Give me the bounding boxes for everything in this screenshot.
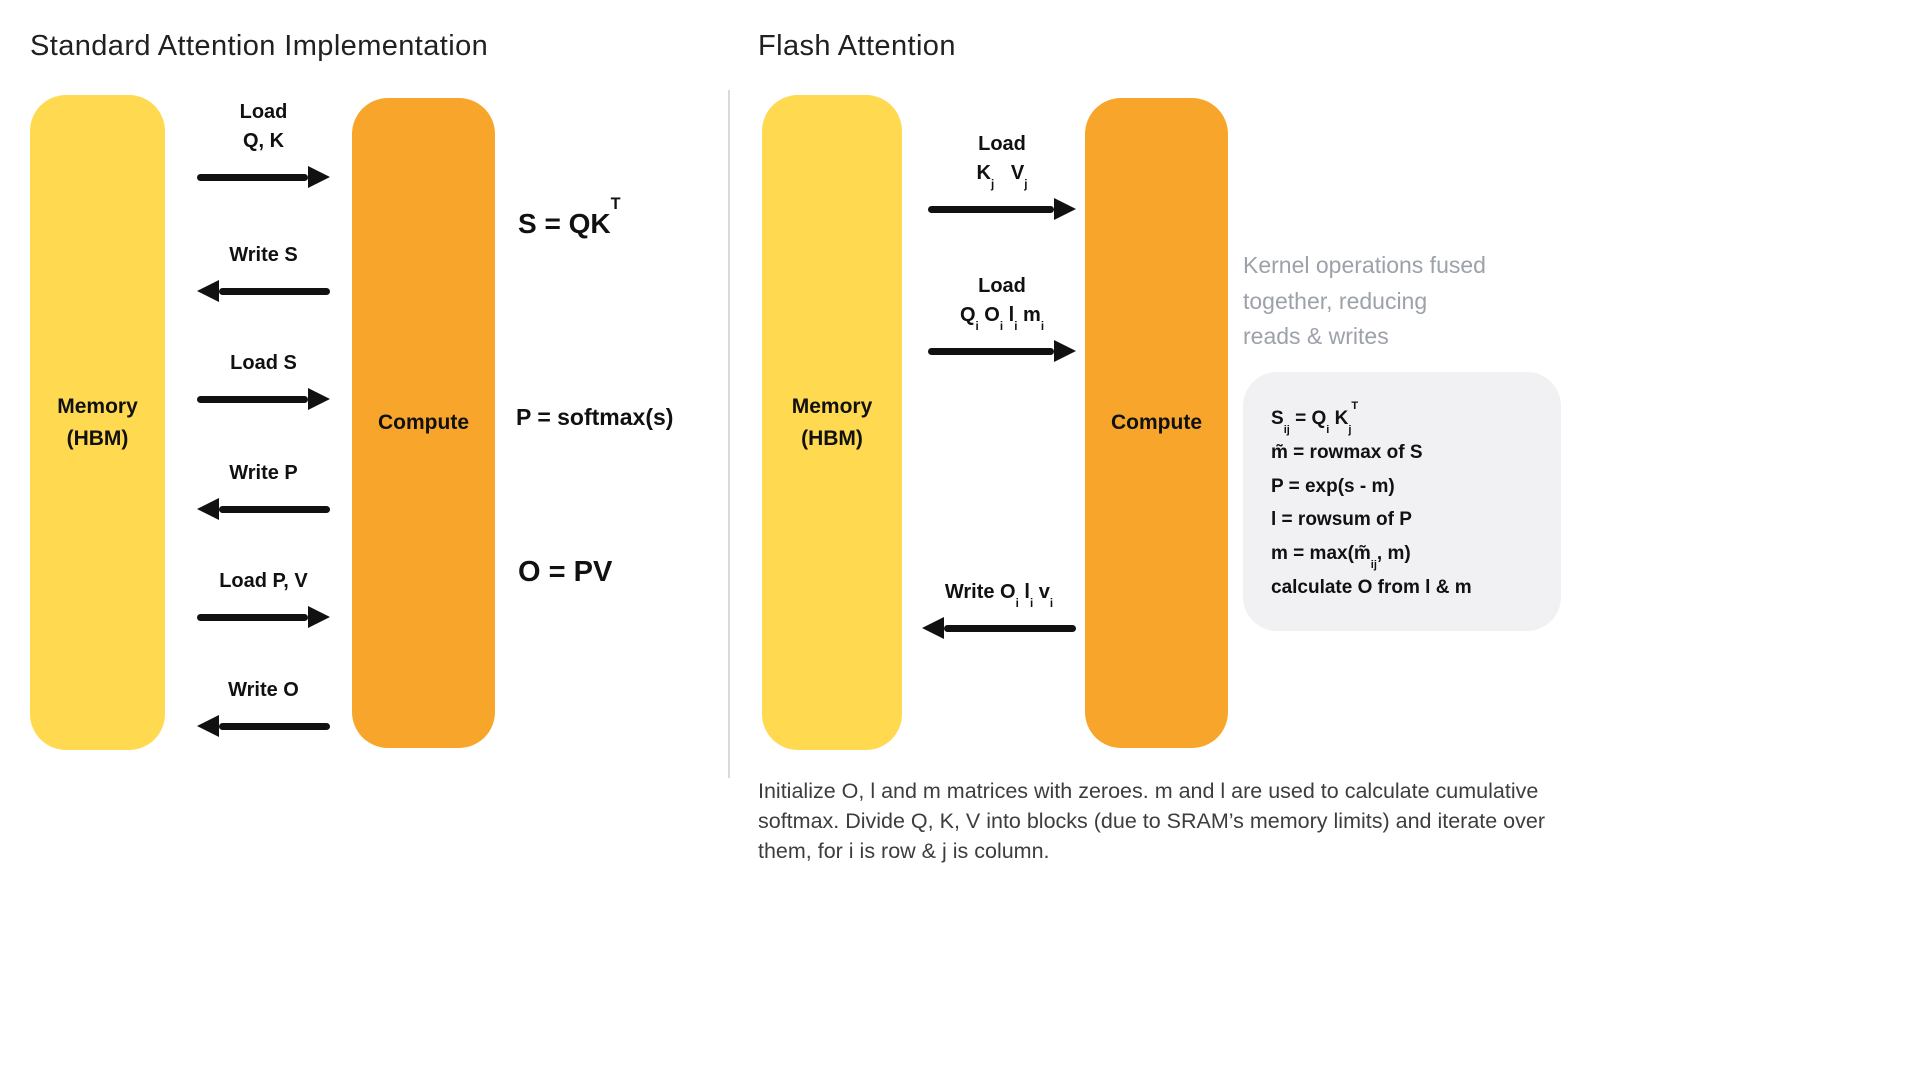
arrow-left-icon <box>922 617 1076 639</box>
flash-panel-title: Flash Attention <box>758 30 956 62</box>
fused-op-sij: Sij = Qi KjT <box>1271 399 1359 436</box>
arrow-head <box>308 388 330 410</box>
arrow-shaft <box>197 613 308 621</box>
flow-write-s: Write S <box>197 241 330 302</box>
flow-load-s: Load S <box>197 349 330 410</box>
equation-o-pv: O = PV <box>518 556 613 588</box>
standard-compute-label: Compute <box>378 411 469 435</box>
standard-compute-block: Compute <box>352 98 495 748</box>
fused-op-calculate: calculate O from l & m <box>1271 577 1472 599</box>
equation-p-softmax: P = softmax(s) <box>516 404 674 430</box>
arrow-head <box>197 280 219 302</box>
arrow-right-icon <box>928 198 1076 220</box>
arrow-right-icon <box>197 388 330 410</box>
arrow-left-icon <box>197 280 330 302</box>
flow-write-p: Write P <box>197 459 330 520</box>
arrow-head <box>922 617 944 639</box>
flow-write-o: Write O <box>197 676 330 737</box>
equation-s-qkt: S = QKT <box>518 194 621 239</box>
flash-compute-block: Compute <box>1085 98 1228 748</box>
flash-memory-label: Memory (HBM) <box>791 395 873 450</box>
arrow-shaft <box>928 347 1054 355</box>
arrow-shaft <box>197 395 308 403</box>
flow-load-kj-vj-label: Load Kj Vj <box>976 133 1028 192</box>
arrow-head <box>1054 340 1076 362</box>
fused-op-max: m = max(m̃ij, m) <box>1271 543 1411 572</box>
standard-panel-title: Standard Attention Implementation <box>30 30 489 62</box>
flow-write-o-label: Write O <box>228 679 299 701</box>
arrow-head <box>1054 198 1076 220</box>
flow-write-p-label: Write P <box>229 462 298 484</box>
flow-load-qk-label: Load Q, K <box>239 101 288 152</box>
standard-memory-block: Memory (HBM) <box>30 95 165 750</box>
fused-operations-box: Sij = Qi KjT m̃ = rowmax of S P = exp(s … <box>1243 372 1561 631</box>
flow-load-qk: Load Q, K <box>197 98 330 188</box>
kernel-fusion-note: Kernel operations fused together, reduci… <box>1243 252 1486 350</box>
fused-op-exp: P = exp(s - m) <box>1271 475 1395 497</box>
panel-divider <box>728 90 730 778</box>
fused-op-rowmax: m̃ = rowmax of S <box>1271 441 1423 463</box>
arrow-shaft <box>928 205 1054 213</box>
arrow-head <box>197 498 219 520</box>
flow-load-qi-oi-li-mi-label: Load Qi Oi li mi <box>959 275 1045 334</box>
flash-memory-block: Memory (HBM) <box>762 95 902 750</box>
standard-memory-label: Memory (HBM) <box>57 395 138 450</box>
arrow-right-icon <box>197 166 330 188</box>
arrow-shaft <box>944 624 1076 632</box>
arrow-shaft <box>219 505 330 513</box>
arrow-shaft <box>197 173 308 181</box>
flow-load-pv-label: Load P, V <box>219 570 308 592</box>
flow-write-s-label: Write S <box>229 244 298 266</box>
arrow-head <box>308 166 330 188</box>
arrow-left-icon <box>197 498 330 520</box>
flash-compute-label: Compute <box>1111 411 1202 435</box>
flash-footnote: Initialize O, l and m matrices with zero… <box>758 779 1546 864</box>
flow-write-oi-li-vi-label: Write Oi li vi <box>944 581 1054 611</box>
flow-load-kj-vj: Load Kj Vj <box>928 130 1076 220</box>
arrow-head <box>308 606 330 628</box>
flow-write-oi-li-vi: Write Oi li vi <box>922 578 1076 639</box>
arrow-shaft <box>219 722 330 730</box>
flow-load-s-label: Load S <box>230 352 297 374</box>
arrow-shaft <box>219 287 330 295</box>
flow-load-qi-oi-li-mi: Load Qi Oi li mi <box>928 272 1076 362</box>
arrow-head <box>197 715 219 737</box>
arrow-right-icon <box>928 340 1076 362</box>
flow-load-pv: Load P, V <box>197 567 330 628</box>
fused-op-rowsum: l = rowsum of P <box>1271 509 1412 531</box>
arrow-left-icon <box>197 715 330 737</box>
arrow-right-icon <box>197 606 330 628</box>
